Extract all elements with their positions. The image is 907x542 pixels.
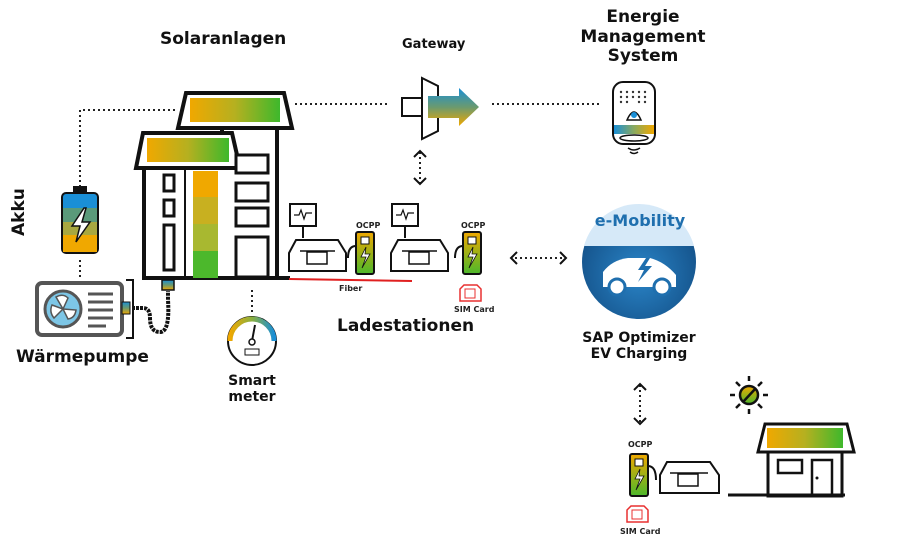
- label-ems-line2: Management: [580, 26, 706, 47]
- sun-icon: [730, 376, 768, 414]
- home-house: [728, 422, 856, 498]
- label-solaranlagen: Solaranlagen: [160, 29, 287, 49]
- charging-station-1: [288, 203, 375, 275]
- gateway-icon: [401, 76, 479, 141]
- label-waermepumpe: Wärmepumpe: [16, 347, 149, 367]
- label-smart-meter-line1: Smart: [228, 373, 276, 389]
- label-sim-card-1: SIM Card: [454, 305, 495, 314]
- label-smart-meter-line2: meter: [228, 389, 276, 406]
- connector-lines: [79, 103, 641, 422]
- label-smart-meter: Smart meter: [220, 373, 284, 405]
- emobility-badge: [582, 203, 696, 319]
- solar-panels-roof: [147, 98, 280, 162]
- sim-card-icon: [459, 284, 482, 302]
- fiber-line: [288, 278, 413, 282]
- label-ems: Energie Management System: [578, 7, 708, 67]
- heat-pump-icon: [35, 279, 175, 339]
- label-ladestationen: Ladestationen: [337, 316, 475, 336]
- smart-meter-icon: [227, 316, 277, 366]
- label-ems-line1: Energie: [606, 7, 680, 27]
- label-ocpp-2: OCPP: [461, 221, 486, 230]
- label-akku: Akku: [9, 188, 29, 236]
- label-emobility: e-Mobility: [594, 211, 686, 230]
- label-sap-line1: SAP Optimizer: [582, 330, 696, 346]
- label-ocpp-home: OCPP: [628, 440, 653, 449]
- label-sap-optimizer: SAP Optimizer EV Charging: [568, 330, 710, 362]
- label-gateway: Gateway: [402, 37, 466, 52]
- ems-device-icon: [612, 81, 656, 155]
- label-sim-card-home: SIM Card: [620, 527, 661, 536]
- charging-station-2: [390, 203, 482, 275]
- label-sap-line2: EV Charging: [590, 346, 688, 363]
- building-energy-bar: [193, 171, 218, 278]
- arrow-heads: [413, 149, 647, 426]
- battery-icon: [61, 186, 99, 254]
- home-sim-card-icon: [626, 505, 649, 523]
- connector-solar-akku: [79, 109, 175, 188]
- label-ems-line3: System: [607, 46, 679, 67]
- label-ocpp-1: OCPP: [356, 221, 381, 230]
- home-charging-station: [629, 453, 720, 497]
- label-fiber: Fiber: [339, 284, 363, 293]
